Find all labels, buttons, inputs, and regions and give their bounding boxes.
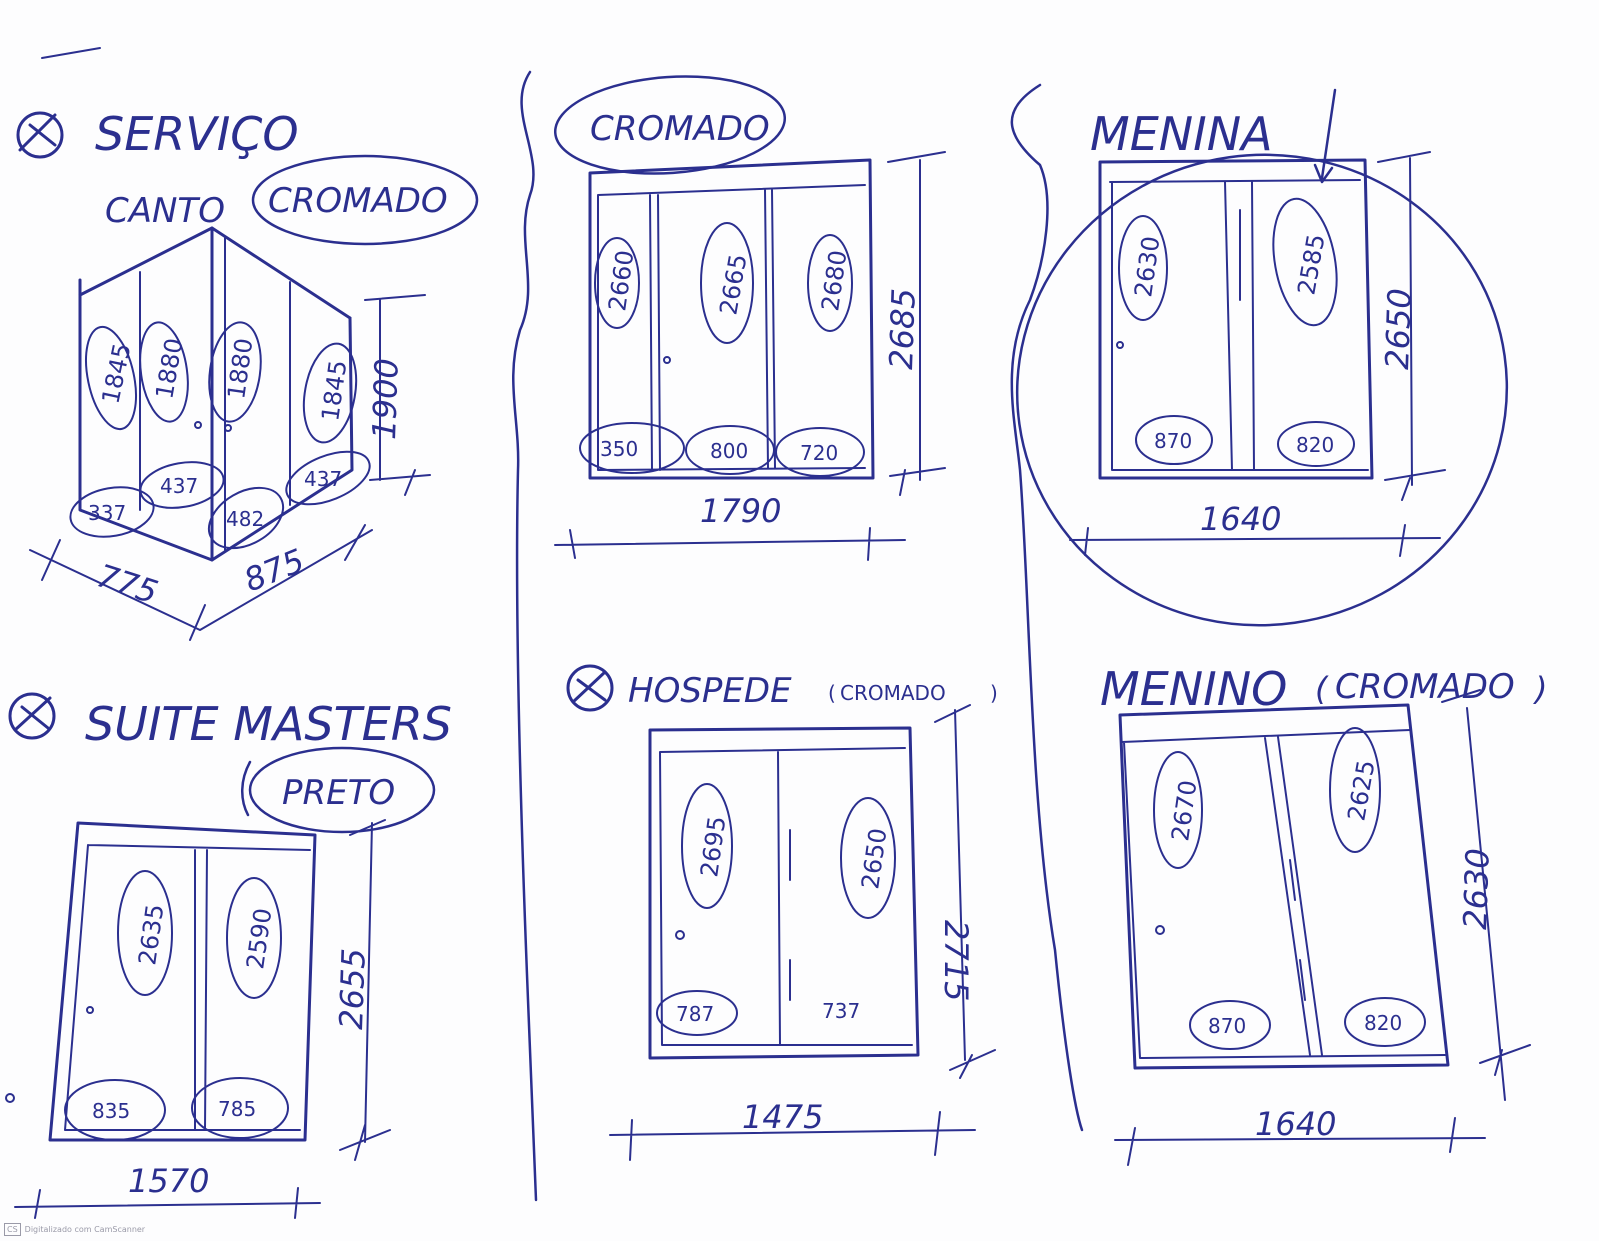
paren-left [241, 760, 252, 817]
two-panel-shower-drawing [5, 819, 391, 1219]
width-label: 737 [822, 999, 860, 1023]
height-label-group: 1845 1880 1880 1845 [85, 321, 358, 444]
total-height-label: 2715 [937, 920, 975, 1001]
width-label: 437 [304, 467, 342, 491]
stray-mark [41, 47, 101, 59]
height-label: 2680 [816, 248, 852, 312]
height-label-group: 2695 2650 [681, 783, 896, 919]
total-width-label: 1475 [742, 1098, 823, 1136]
hospede-finish: CROMADO [840, 681, 946, 705]
section-suite-masters: SUITE MASTERS PRETO 2635 2590 835 785 26… [5, 692, 452, 1219]
width-label: 350 [600, 437, 638, 461]
width-label: 875 [239, 541, 310, 599]
height-label: 2630 [1129, 234, 1165, 298]
section-hospede: HOSPEDE ( CROMADO ) 2695 2650 787 737 27… [566, 664, 998, 1161]
paren-close: ) [1533, 670, 1547, 708]
total-height-label: 1900 [365, 358, 406, 441]
height-label-group: 2635 2590 [117, 870, 282, 999]
paren-open: ( [828, 681, 836, 705]
height-label: 2670 [1166, 778, 1202, 842]
total-height-label: 2630 [1456, 848, 1497, 931]
suite-masters-title: SUITE MASTERS [85, 697, 452, 751]
section-servico: SERVIÇO CANTO CROMADO 1845 1880 1880 184… [16, 107, 479, 641]
total-width-label: 1790 [700, 492, 781, 530]
two-panel-shower-drawing [1114, 689, 1531, 1166]
two-panel-shower-drawing [609, 704, 996, 1161]
suite-masters-finish: PRETO [282, 773, 395, 813]
height-label-group: 2660 2665 2680 [594, 222, 853, 344]
paren-close: ) [990, 681, 998, 705]
finish-ellipse [248, 746, 436, 834]
height-label: 2695 [695, 814, 731, 878]
menina-title: MENINA [1090, 107, 1273, 161]
paren-open: ( [1315, 670, 1329, 708]
width-label: 337 [88, 501, 126, 525]
servico-finish: CROMADO [268, 181, 448, 221]
height-label-group: 2630 2585 [1118, 197, 1338, 327]
section-menino: MENINO ( CROMADO ) 2670 2625 870 820 263… [1100, 662, 1547, 1166]
width-label: 820 [1364, 1011, 1402, 1035]
width-label: 870 [1154, 429, 1192, 453]
width-label: 787 [676, 1002, 714, 1026]
height-label: 2650 [856, 826, 892, 890]
width-label: 870 [1208, 1014, 1246, 1038]
section-menina: MENINA 2630 2585 870 820 2650 1640 [1015, 88, 1509, 627]
width-label: 720 [800, 441, 838, 465]
menino-title: MENINO [1100, 662, 1287, 716]
height-label-group: 2670 2625 [1153, 727, 1381, 869]
total-width-label: 1640 [1200, 500, 1281, 538]
arrow-icon [1313, 88, 1337, 184]
width-label: 785 [218, 1097, 256, 1121]
corner-shower-drawing [29, 226, 431, 641]
menino-finish: CROMADO [1335, 667, 1515, 707]
width-label-group: 835 785 [64, 1077, 289, 1141]
circled-marker-icon [16, 111, 64, 159]
circled-marker-icon [8, 692, 56, 740]
hospede-title: HOSPEDE [628, 671, 792, 711]
camscanner-logo-icon: CS [4, 1222, 21, 1236]
two-panel-shower-drawing [1069, 151, 1446, 557]
total-width-label: 1640 [1255, 1105, 1336, 1143]
height-label: 2590 [241, 906, 277, 970]
height-label: 2660 [603, 248, 639, 312]
total-height-label: 2655 [332, 948, 373, 1031]
finish-ellipse [251, 154, 479, 246]
total-height-label: 2650 [1378, 288, 1419, 371]
width-label-group: 337 437 482 437 [69, 450, 371, 550]
highlight-circle [1015, 153, 1509, 627]
total-height-label: 2685 [882, 288, 923, 371]
width-label-group: 787 737 [656, 990, 860, 1036]
width-label: 437 [160, 474, 198, 498]
height-label: 1880 [222, 336, 258, 400]
width-label-group: 870 820 [1189, 997, 1426, 1050]
height-label: 1845 [316, 358, 352, 422]
width-label: 820 [1296, 433, 1334, 457]
servico-subtitle: CANTO [105, 191, 225, 231]
total-width-label: 1570 [128, 1162, 209, 1200]
width-label-group: 350 800 720 [579, 422, 865, 477]
circled-marker-icon [566, 664, 614, 712]
section-cromado-top: CROMADO 2660 2665 2680 350 800 720 2685 … [553, 75, 946, 561]
scanner-footer: CS Digitalizado com CamScanner [4, 1221, 145, 1237]
three-panel-shower-drawing [554, 151, 946, 561]
width-label: 835 [92, 1099, 130, 1123]
height-label: 2585 [1292, 232, 1330, 297]
servico-title: SERVIÇO [95, 107, 299, 161]
finish-ellipse [553, 75, 787, 175]
divider-line-right [1010, 83, 1084, 1132]
width-label: 482 [226, 507, 264, 531]
height-label: 1880 [150, 336, 188, 401]
height-label: 2635 [133, 902, 169, 966]
scanner-footer-text: Digitalizado com CamScanner [24, 1224, 146, 1234]
height-label: 1845 [96, 341, 136, 407]
height-label: 2625 [1342, 758, 1380, 823]
depth-label: 775 [93, 556, 163, 611]
cromado-top-finish: CROMADO [590, 109, 770, 149]
width-label-group: 870 820 [1135, 415, 1355, 467]
divider-line-left [512, 70, 538, 1202]
width-label: 800 [710, 439, 748, 463]
height-label: 2665 [714, 252, 752, 317]
